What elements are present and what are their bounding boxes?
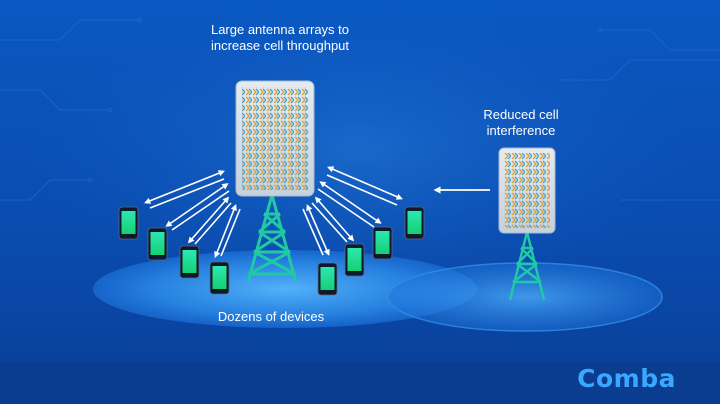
- circuit-pattern: [0, 17, 720, 201]
- interference-label-line2: interference: [486, 123, 556, 138]
- smartphone-icon: [179, 245, 200, 279]
- smartphone-icon: [118, 206, 139, 240]
- antenna-array-icon: [235, 80, 315, 197]
- smartphone-icon: [372, 226, 393, 260]
- devices-label: Dozens of devices: [217, 309, 325, 324]
- smartphone-icon: [209, 261, 230, 295]
- smartphone-icon: [404, 206, 425, 240]
- interference-label: Reduced cell interference: [462, 107, 580, 139]
- smartphone-icon: [147, 227, 168, 261]
- interference-label-line1: Reduced cell: [483, 107, 559, 122]
- smartphone-icon: [344, 243, 365, 277]
- cell-tower-icon: [246, 192, 298, 283]
- cell-tower-icon: [508, 231, 546, 301]
- antenna-array-icon: [498, 147, 556, 234]
- phone-group: [118, 206, 425, 296]
- antenna-arrays-label: Large antenna arrays to increase cell th…: [190, 22, 370, 54]
- double-arrow-icon: [214, 204, 241, 258]
- comba-logo: Comba: [577, 364, 676, 393]
- double-arrow-icon: [302, 204, 330, 256]
- antenna-arrays-label-line2: increase cell throughput: [210, 38, 350, 53]
- footer-bar: Comba: [0, 362, 720, 404]
- smartphone-icon: [317, 262, 338, 296]
- beam-arrows: [144, 166, 490, 258]
- antenna-arrays-label-line1: Large antenna arrays to: [210, 22, 350, 37]
